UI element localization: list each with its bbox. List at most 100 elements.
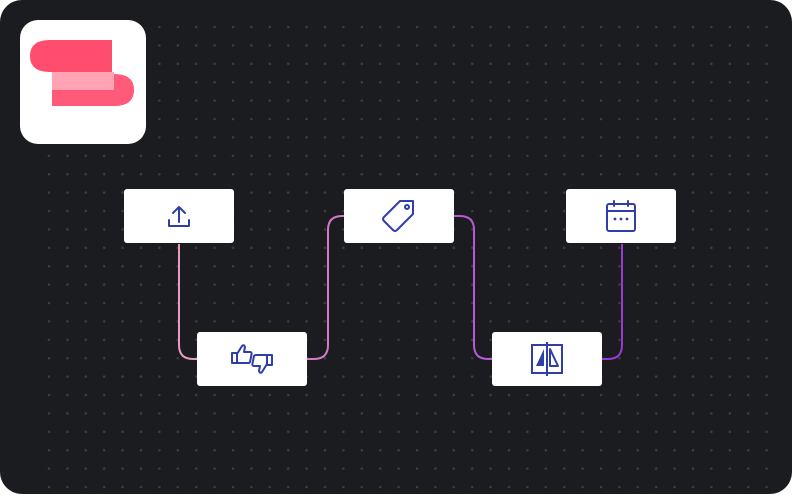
grid-dot <box>250 430 253 434</box>
grid-dot <box>562 99 566 102</box>
grid-dot <box>636 283 640 286</box>
grid-dot <box>268 393 272 397</box>
grid-dot <box>710 99 713 102</box>
grid-dot <box>378 44 382 47</box>
grid-dot <box>213 283 216 286</box>
grid-dot <box>47 338 51 342</box>
grid-dot <box>121 356 124 360</box>
grid-dot <box>728 209 732 213</box>
grid-dot <box>599 154 603 158</box>
grid-dot <box>213 485 216 489</box>
grid-dot <box>231 448 235 452</box>
grid-dot <box>507 154 511 158</box>
grid-dot <box>489 412 492 415</box>
grid-dot <box>599 301 603 305</box>
grid-dot <box>691 375 695 378</box>
grid-dot <box>526 80 529 84</box>
grid-dot <box>526 485 529 489</box>
grid-dot <box>194 117 198 121</box>
grid-dot <box>618 448 621 452</box>
grid-dot <box>323 136 327 139</box>
grid-dot <box>342 246 345 250</box>
grid-dot <box>434 62 437 66</box>
grid-dot <box>434 80 437 84</box>
grid-dot <box>268 412 272 415</box>
grid-dot <box>654 154 658 158</box>
grid-dot <box>618 283 621 286</box>
grid-dot <box>415 25 419 29</box>
grid-dot <box>544 154 548 158</box>
grid-dot <box>360 283 364 286</box>
grid-dot <box>489 393 492 397</box>
grid-dot <box>765 448 768 452</box>
grid-dot <box>470 25 474 29</box>
grid-dot <box>581 117 584 121</box>
grid-dot <box>526 62 529 66</box>
grid-dot <box>544 117 548 121</box>
grid-dot <box>562 25 566 29</box>
grid-dot <box>305 320 308 323</box>
grid-dot <box>562 448 566 452</box>
grid-dot <box>286 25 290 29</box>
grid-dot <box>562 430 566 434</box>
grid-dot <box>158 356 161 360</box>
grid-dot <box>673 356 676 360</box>
grid-dot <box>268 320 272 323</box>
node-compare[interactable] <box>492 332 602 386</box>
node-feedback[interactable] <box>197 332 307 386</box>
grid-dot <box>470 209 474 213</box>
grid-dot <box>378 246 382 250</box>
grid-dot <box>544 412 548 415</box>
grid-dot <box>728 283 732 286</box>
node-schedule[interactable] <box>566 189 676 243</box>
grid-dot <box>765 99 768 102</box>
grid-dot <box>323 338 327 342</box>
grid-dot <box>507 264 511 268</box>
grid-dot <box>581 485 584 489</box>
grid-dot <box>654 99 658 102</box>
grid-dot <box>618 154 621 158</box>
grid-dot <box>654 430 658 434</box>
grid-dot <box>121 338 124 342</box>
grid-dot <box>654 62 658 66</box>
grid-dot <box>194 338 198 342</box>
grid-dot <box>562 154 566 158</box>
grid-dot <box>710 117 713 121</box>
grid-dot <box>121 154 124 158</box>
grid-dot <box>66 467 69 470</box>
grid-dot <box>139 320 143 323</box>
grid-dot <box>84 191 88 194</box>
grid-dot <box>268 117 272 121</box>
grid-dot <box>158 25 161 29</box>
grid-dot <box>434 356 437 360</box>
grid-dot <box>176 412 180 415</box>
grid-dot <box>470 264 474 268</box>
grid-dot <box>268 154 272 158</box>
grid-dot <box>470 283 474 286</box>
grid-dot <box>581 80 584 84</box>
grid-dot <box>305 80 308 84</box>
node-upload[interactable] <box>124 189 234 243</box>
grid-dot <box>121 209 124 213</box>
grid-dot <box>618 393 621 397</box>
grid-dot <box>654 467 658 470</box>
node-tag[interactable] <box>344 189 454 243</box>
grid-dot <box>231 264 235 268</box>
grid-dot <box>728 320 732 323</box>
grid-dot <box>434 25 437 29</box>
grid-dot <box>636 99 640 102</box>
grid-dot <box>194 412 198 415</box>
grid-dot <box>176 430 180 434</box>
grid-dot <box>434 375 437 378</box>
grid-dot <box>636 375 640 378</box>
grid-dot <box>470 80 474 84</box>
grid-dot <box>765 393 768 397</box>
grid-dot <box>84 264 88 268</box>
grid-dot <box>415 467 419 470</box>
grid-dot <box>581 448 584 452</box>
grid-dot <box>507 209 511 213</box>
grid-dot <box>765 485 768 489</box>
grid-dot <box>746 172 750 176</box>
grid-dot <box>194 44 198 47</box>
grid-dot <box>121 412 124 415</box>
